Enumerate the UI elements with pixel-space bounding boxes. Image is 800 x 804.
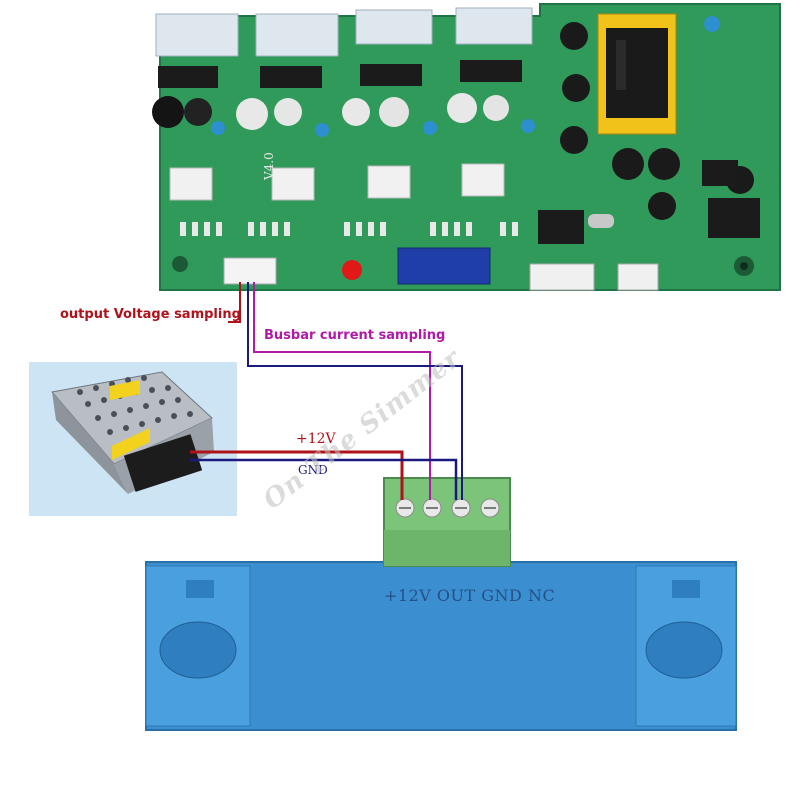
hall-current-sensor-icon — [145, 561, 737, 731]
output-connector-5pin — [529, 263, 595, 291]
gnd-label: GND — [298, 463, 328, 477]
board-ic-chip — [538, 210, 584, 244]
board-transformer — [597, 13, 677, 135]
board-version-label: V4.0 — [262, 152, 276, 180]
board-smd-row — [180, 222, 518, 236]
busbar-current-wire — [253, 282, 431, 500]
board-ic-small — [702, 160, 738, 186]
led-indicator-icon — [342, 260, 362, 280]
screw-terminal-block-icon — [383, 477, 511, 567]
gnd-wire — [190, 458, 458, 500]
potentiometer — [397, 247, 491, 285]
board-optocouplers — [169, 163, 505, 201]
output-voltage-label: output Voltage sampling — [60, 307, 241, 322]
board-top-connectors — [155, 7, 533, 57]
power-supply-module-icon — [29, 362, 237, 516]
output-voltage-wire — [228, 282, 241, 323]
busbar-current-label: Busbar current sampling — [264, 328, 446, 343]
plus12v-label: +12V — [296, 431, 336, 447]
plus12v-wire — [190, 450, 404, 500]
wires — [190, 282, 463, 500]
board-crystal — [588, 214, 614, 228]
sampling-connector — [223, 257, 277, 285]
board-transistors — [158, 60, 522, 88]
pcb-board-icon — [152, 3, 781, 291]
output-connector-3pin — [617, 263, 659, 291]
board-regulator — [708, 198, 760, 238]
sensor-pin-labels: +12V OUT GND NC — [384, 586, 556, 605]
busbar-return-wire — [247, 282, 463, 500]
board-capacitors — [152, 16, 754, 220]
